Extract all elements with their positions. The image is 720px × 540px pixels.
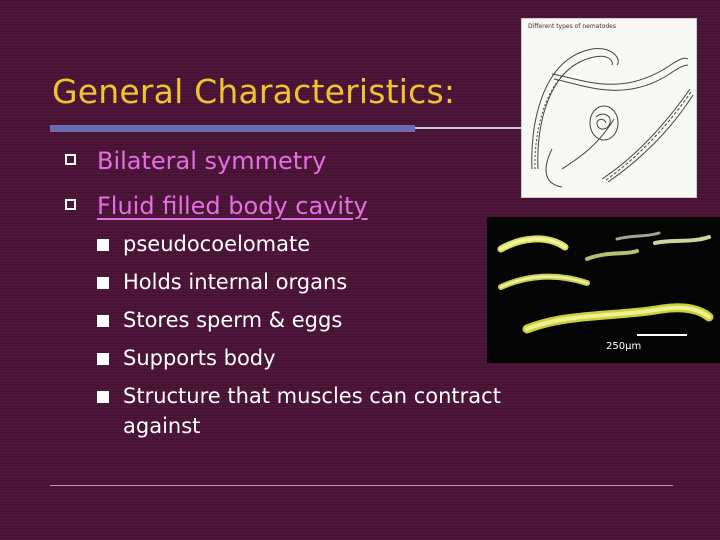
micrograph-worms <box>497 231 714 336</box>
bullet-link-text[interactable]: Fluid filled body cavity <box>97 192 368 220</box>
sub-bullet-text: pseudocoelomate <box>123 232 311 256</box>
filled-square-bullet-icon <box>97 391 109 403</box>
figure-caption: Different types of nematodes <box>528 23 616 30</box>
filled-square-bullet-icon <box>97 277 109 289</box>
sub-bullet-text: Holds internal organs <box>123 270 348 294</box>
filled-square-bullet-icon <box>97 239 109 251</box>
sub-bullet-text: Supports body <box>123 346 276 370</box>
nematode-diagram-figure: Different types of nematodes <box>521 18 697 198</box>
slide-title: General Characteristics: <box>52 72 456 111</box>
sub-bullet-text-continuation: against <box>123 414 201 438</box>
footer-divider <box>50 485 673 486</box>
title-underline <box>50 125 415 132</box>
title-underline-thin <box>415 127 525 129</box>
scale-label: 250µm <box>606 341 642 352</box>
bullet-text: Bilateral symmetry <box>97 147 327 175</box>
nematode-micrograph: 250µm <box>487 217 720 363</box>
filled-square-bullet-icon <box>97 353 109 365</box>
sub-bullet-text: Structure that muscles can contract <box>123 384 501 408</box>
hollow-square-bullet-icon <box>65 199 76 210</box>
filled-square-bullet-icon <box>97 315 109 327</box>
hollow-square-bullet-icon <box>65 154 76 165</box>
nematode-diagram <box>531 48 694 188</box>
sub-bullet-text: Stores sperm & eggs <box>123 308 343 332</box>
